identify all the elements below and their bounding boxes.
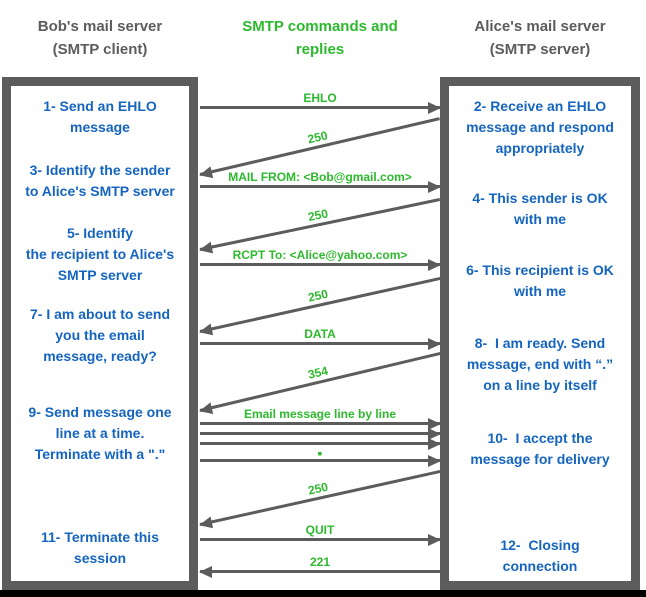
arrow-250-reply-2: 250 [197, 198, 441, 256]
arrow-ehlo: EHLO [200, 91, 441, 114]
commands-header-line1: SMTP commands and [242, 18, 398, 35]
arrow-label: 250 [306, 286, 330, 305]
arrow-quit: QUIT [200, 523, 441, 546]
client-header: Bob's mail server (SMTP client) [2, 15, 198, 61]
arrow-label: 354 [306, 363, 330, 382]
arrow-250-reply-4: 250 [197, 470, 441, 531]
arrow-label: RCPT To: <Alice@yahoo.com> [232, 248, 408, 262]
dot-label: ▪ [317, 445, 323, 461]
arrow-label: 250 [306, 479, 330, 498]
arrow-line [199, 277, 441, 333]
arrow-354-reply: 354 [197, 351, 441, 417]
arrowhead-right-icon [428, 101, 441, 114]
client-header-line2: (SMTP client) [52, 41, 148, 58]
arrowhead-right-icon [428, 417, 441, 430]
arrow-250-reply-1: 250 [197, 117, 440, 181]
arrow-label: 221 [309, 555, 331, 569]
server-header-line2: (SMTP server) [489, 41, 591, 58]
arrow-line [200, 263, 440, 266]
arrowhead-right-icon [428, 337, 441, 350]
arrow-line [200, 422, 440, 425]
arrowhead-left-icon [199, 565, 212, 578]
arrow-mail-from: MAIL FROM: <Bob@gmail.com> [200, 170, 441, 193]
arrow-label: QUIT [305, 523, 335, 537]
arrow-line [200, 442, 440, 445]
arrow-line [200, 459, 440, 462]
arrow-terminating-dot: ▪ [200, 445, 441, 467]
arrow-line [199, 117, 440, 176]
arrow-email-line-2 [200, 427, 441, 440]
arrow-rcpt-to: RCPT To: <Alice@yahoo.com> [200, 248, 441, 271]
arrow-221-reply: 221 [199, 555, 440, 578]
client-box-frame [2, 77, 198, 590]
arrow-line [200, 570, 440, 573]
arrowhead-right-icon [428, 437, 441, 450]
arrow-email-line-3 [200, 437, 441, 450]
commands-header: SMTP commands and replies [200, 15, 440, 61]
bottom-border [0, 590, 646, 597]
arrowhead-right-icon [428, 180, 441, 193]
arrowhead-right-icon [428, 427, 441, 440]
client-header-line1: Bob's mail server [37, 18, 163, 35]
server-header: Alice's mail server (SMTP server) [440, 15, 640, 61]
arrow-label: 250 [306, 128, 329, 147]
arrow-label: Email message line by line [243, 407, 397, 421]
arrow-line [200, 432, 440, 435]
arrowhead-right-icon [428, 258, 441, 271]
arrow-label: EHLO [303, 91, 337, 105]
server-box-frame [440, 77, 640, 590]
commands-header-line2: replies [295, 41, 345, 58]
arrow-line [199, 470, 441, 526]
arrowhead-right-icon [428, 533, 441, 546]
arrow-line [199, 351, 441, 412]
arrow-line [200, 106, 440, 109]
arrow-label: DATA [304, 327, 336, 341]
server-header-line1: Alice's mail server [474, 18, 606, 35]
arrow-250-reply-3: 250 [197, 277, 441, 338]
arrow-line [200, 538, 440, 541]
arrow-line [200, 342, 440, 345]
arrow-email-line-1: Email message line by line [200, 407, 441, 430]
arrow-label: MAIL FROM: <Bob@gmail.com> [228, 170, 412, 184]
arrow-line [200, 185, 440, 188]
arrow-label: 250 [306, 206, 330, 225]
arrowhead-right-icon [428, 454, 441, 467]
arrow-data: DATA [200, 327, 441, 350]
